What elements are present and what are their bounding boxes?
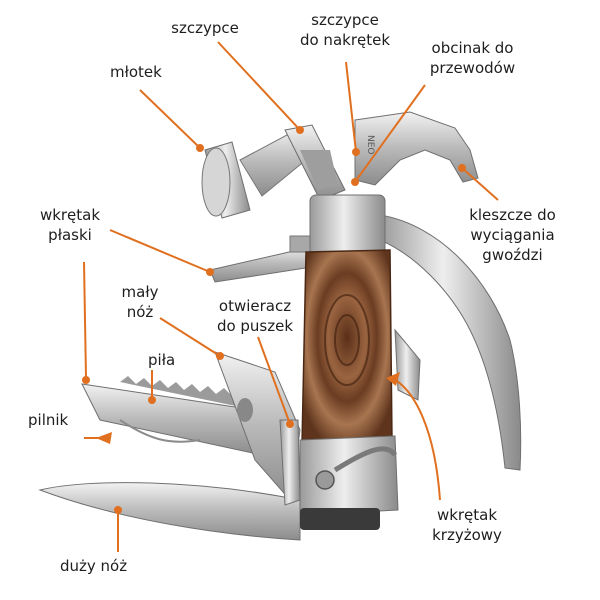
handle-body xyxy=(299,194,399,530)
leader-lines xyxy=(83,41,499,552)
label-maly-noz: mały nóż xyxy=(110,282,170,322)
label-szczypce-nakretki-line2: do nakrętek xyxy=(299,31,391,49)
label-wkretak-krzyzowy-line2: krzyżowy xyxy=(432,526,502,544)
brand-mark: NEO xyxy=(365,135,375,155)
label-wkretak-krzyzowy-line1: wkrętak xyxy=(436,506,498,524)
label-maly-noz-line1: mały xyxy=(121,283,159,301)
pliers-jaws xyxy=(284,124,346,201)
label-wkretak-krzyzowy: wkrętak krzyżowy xyxy=(412,505,522,545)
leader-wkretak-plaski xyxy=(109,229,211,273)
arrowheads xyxy=(84,372,400,444)
label-otwieracz-line2: do puszek xyxy=(216,317,294,335)
label-obcinak-line2: przewodów xyxy=(429,59,516,77)
leader-obcinak xyxy=(354,84,426,183)
label-pilnik-text: pilnik xyxy=(28,411,69,429)
leader-szczypce xyxy=(217,41,301,131)
label-kleszcze-line1: kleszcze do xyxy=(469,206,556,224)
leader-otwieracz xyxy=(257,336,291,425)
claw-puller xyxy=(379,214,522,471)
label-pila-text: piła xyxy=(148,351,176,369)
label-kleszcze-line2: wyciągania xyxy=(470,226,555,244)
leader-mlotek xyxy=(139,89,201,149)
label-kleszcze-line3: gwoździ xyxy=(482,246,543,264)
label-duzy-noz-text: duży nóż xyxy=(60,557,128,575)
label-szczypce-nakretki-line1: szczypce xyxy=(311,11,379,29)
arrow-wkretak-krzyzowy xyxy=(386,372,400,386)
label-mlotek-text: młotek xyxy=(110,63,162,81)
leader-wkretak-krzyzowy xyxy=(391,377,441,501)
leader-szczypce-nakretki xyxy=(345,61,357,153)
label-pila: piła xyxy=(148,350,175,370)
label-szczypce-text: szczypce xyxy=(171,19,239,37)
label-maly-noz-line2: nóż xyxy=(126,303,154,321)
label-pilnik: pilnik xyxy=(28,410,68,430)
label-otwieracz-line1: otwieracz xyxy=(218,297,292,315)
leader-pilnik xyxy=(83,261,87,379)
label-wkretak-plaski-line2: płaski xyxy=(48,226,92,244)
label-obcinak-line1: obcinak do xyxy=(431,39,514,57)
label-kleszcze: kleszcze do wyciągania gwoździ xyxy=(455,205,570,265)
label-wkretak-plaski: wkrętak płaski xyxy=(30,205,110,245)
label-duzy-noz: duży nóż xyxy=(60,556,127,576)
leader-dots xyxy=(82,126,466,514)
label-otwieracz: otwieracz do puszek xyxy=(200,296,310,336)
label-obcinak: obcinak do przewodów xyxy=(415,38,530,78)
label-szczypce-do-nakretek: szczypce do nakrętek xyxy=(285,10,405,50)
leader-kleszcze xyxy=(461,167,499,201)
leader-maly-noz xyxy=(159,317,221,357)
phillips-screwdriver xyxy=(394,328,421,401)
claw-hammer-top: NEO xyxy=(354,111,479,186)
label-szczypce: szczypce xyxy=(160,18,250,38)
large-knife xyxy=(38,482,301,541)
label-mlotek: młotek xyxy=(110,62,162,82)
label-wkretak-plaski-line1: wkrętak xyxy=(39,206,101,224)
